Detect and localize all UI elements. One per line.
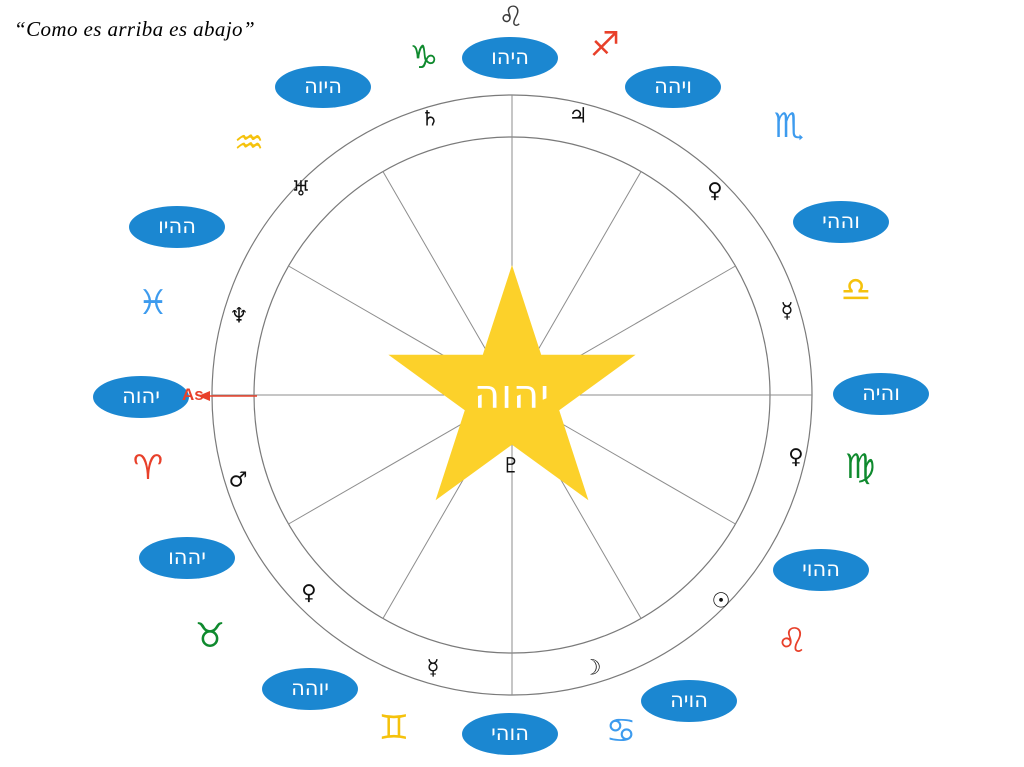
jupiter-icon: ♃ — [568, 103, 588, 128]
hebrew-ellipse[interactable]: יהוה — [93, 376, 189, 418]
mercury-icon: ☿ — [426, 655, 440, 680]
capricorn-icon: ♑ — [409, 38, 439, 76]
ascendant-label: As — [182, 385, 204, 404]
aries-icon: ♈ — [132, 448, 164, 488]
hebrew-ellipse[interactable]: יההו — [139, 537, 235, 579]
sun-icon: ☉ — [711, 588, 731, 613]
scorpio-icon: ♏ — [773, 106, 805, 146]
center-star — [388, 265, 636, 501]
pisces-icon: ♓ — [137, 283, 169, 323]
venus-icon: ♀ — [301, 580, 317, 605]
gemini-icon: ♊ — [378, 708, 410, 748]
cancer-icon: ♋ — [605, 711, 637, 751]
mercury-icon: ☿ — [780, 298, 794, 323]
hebrew-ellipse[interactable]: ההוי — [773, 549, 869, 591]
leo-icon: ♌ — [776, 621, 808, 661]
hebrew-ellipse[interactable]: הויה — [641, 680, 737, 722]
tetragrammaton-label: יהוה — [473, 372, 551, 418]
star-shape — [388, 265, 636, 501]
pluto-icon: ♀ — [707, 178, 723, 203]
page-title: “Como es arriba es abajo” — [14, 17, 256, 41]
mars-icon: ♂ — [228, 467, 248, 492]
virgo-icon: ♍ — [844, 447, 876, 487]
moon-icon: ☽ — [582, 655, 602, 680]
aquarius-icon: ♒ — [233, 123, 265, 163]
hebrew-ellipse[interactable]: ויהה — [625, 66, 721, 108]
libra-icon: ♎ — [840, 270, 872, 310]
uranus-icon: ♅ — [291, 176, 311, 201]
neptune-icon: ♆ — [229, 303, 249, 328]
leo-icon: ♌ — [498, 0, 524, 33]
hebrew-ellipse[interactable]: וההי — [793, 201, 889, 243]
pluto-icon: ♇ — [501, 453, 521, 478]
sagittarius-icon: ♐ — [589, 25, 621, 65]
taurus-icon: ♉ — [194, 616, 226, 656]
hebrew-ellipse[interactable]: והיה — [833, 373, 929, 415]
ascendant-arrow — [198, 391, 257, 401]
hebrew-ellipse[interactable]: יוהה — [262, 668, 358, 710]
venus-icon: ♀ — [788, 444, 804, 469]
hebrew-ellipse[interactable]: ההיו — [129, 206, 225, 248]
hebrew-ellipse[interactable]: הוהי — [462, 713, 558, 755]
ascendant-arrow-head — [198, 391, 210, 401]
hebrew-ellipse[interactable]: היהו — [462, 37, 558, 79]
hebrew-ellipse[interactable]: היוה — [275, 66, 371, 108]
saturn-icon: ♄ — [420, 106, 440, 131]
